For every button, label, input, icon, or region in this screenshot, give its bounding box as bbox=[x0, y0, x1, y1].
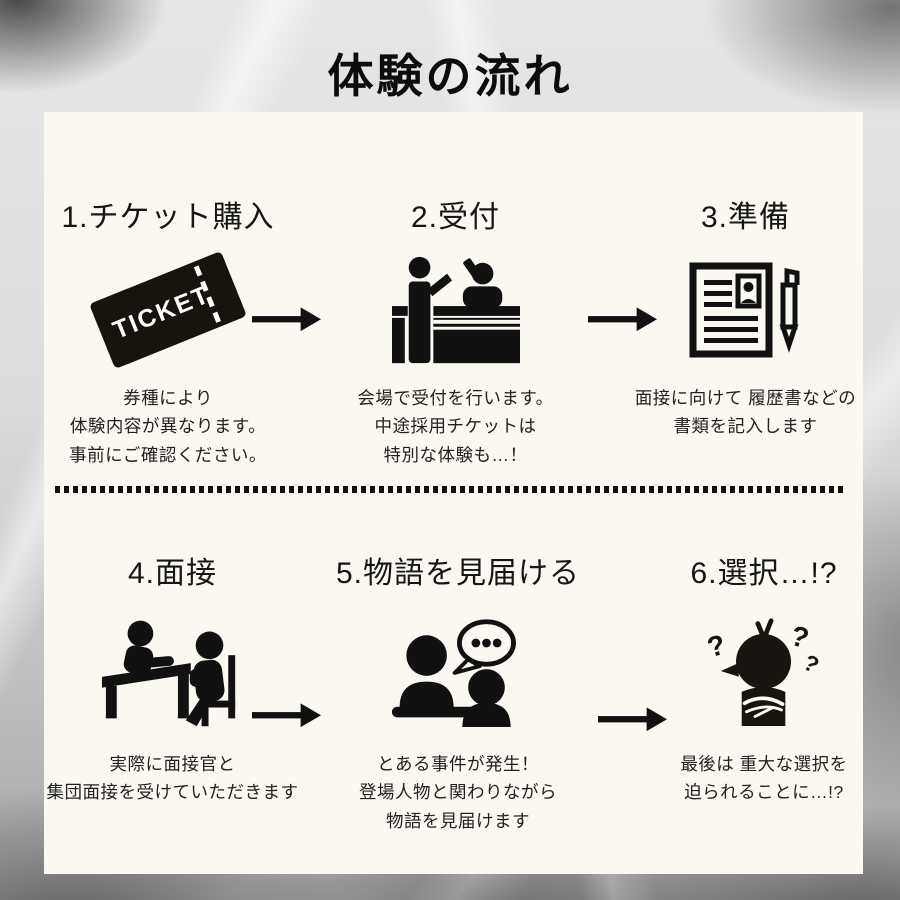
dotted-divider bbox=[55, 486, 847, 493]
step-4-interview: 4.面接 実際に面接官と 集団面接を受けていただきます bbox=[45, 548, 300, 807]
step-6-caption: 最後は 重大な選択を 迫られることに…!? bbox=[680, 754, 848, 803]
step-1-ticket-purchase: 1.チケット購入 TICKET 券種により 体験内容が異なります。 事前にご確認… bbox=[48, 192, 288, 469]
step-3-icon-area bbox=[628, 236, 863, 384]
arrow-right-icon bbox=[598, 707, 668, 732]
step-2-reception: 2.受付 会場で受付を行います。 中途採用チケットは 特別な体験も…！ bbox=[338, 192, 573, 469]
step-5-watch-story: 5.物語を見届ける とある事件が発生！ 登場人物と関わりながら 物語を見届けます bbox=[330, 548, 586, 835]
step-3-caption: 面接に向けて 履歴書などの 書類を記入します bbox=[634, 388, 857, 437]
step-5-icon-area bbox=[330, 592, 586, 750]
step-6-choice: 6.選択…!? ? ? ? 最後は 重大な選択を 迫られるこ bbox=[638, 548, 890, 807]
step-4-heading: 4.面接 bbox=[127, 557, 218, 590]
step-3-heading: 3.準備 bbox=[700, 201, 791, 234]
step-5-caption: とある事件が発生！ 登場人物と関わりながら 物語を見届けます bbox=[359, 754, 557, 831]
step-2-icon-area bbox=[338, 236, 573, 384]
step-2-caption: 会場で受付を行います。 中途採用チケットは 特別な体験も…！ bbox=[357, 388, 554, 465]
conversation-icon bbox=[391, 619, 516, 727]
step-1-heading: 1.チケット購入 bbox=[61, 201, 275, 234]
ticket-label: TICKET bbox=[108, 279, 215, 345]
step-3-preparation: 3.準備 面接に向けて 履歴書などの 書類を記入します bbox=[628, 192, 863, 441]
confused-person-icon: ? ? ? bbox=[704, 618, 824, 726]
arrow-right-icon bbox=[252, 307, 322, 332]
ticket-icon: TICKET bbox=[89, 250, 247, 370]
step-4-icon-area bbox=[45, 592, 300, 750]
content-panel bbox=[44, 112, 863, 874]
arrow-right-icon bbox=[588, 307, 658, 332]
step-5-heading: 5.物語を見届ける bbox=[335, 557, 581, 590]
step-6-icon-area: ? ? ? bbox=[638, 592, 890, 750]
step-2-heading: 2.受付 bbox=[410, 201, 501, 234]
arrow-right-icon bbox=[252, 703, 322, 728]
question-mark-glyph: ? bbox=[704, 629, 729, 664]
step-4-caption: 実際に面接官と 集団面接を受けていただきます bbox=[46, 754, 299, 803]
page-title: 体験の流れ bbox=[327, 50, 573, 102]
reception-counter-icon bbox=[391, 256, 520, 364]
resume-and-pen-icon bbox=[689, 262, 799, 358]
question-mark-glyph: ? bbox=[787, 620, 813, 656]
step-6-heading: 6.選択…!? bbox=[690, 557, 838, 590]
step-1-caption: 券種により 体験内容が異なります。 事前にご確認ください。 bbox=[69, 388, 267, 465]
interview-icon bbox=[101, 620, 235, 727]
